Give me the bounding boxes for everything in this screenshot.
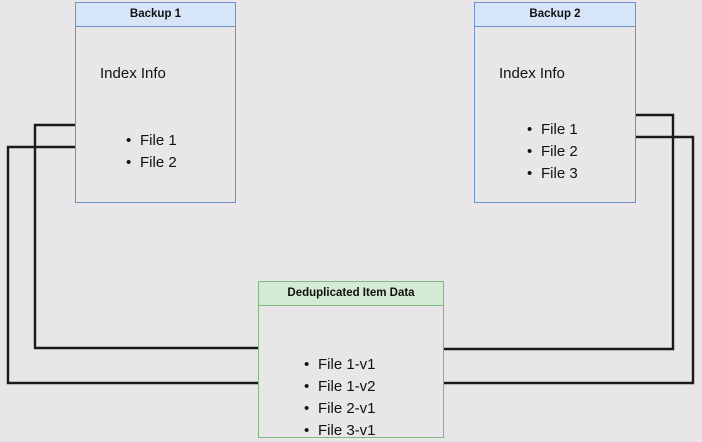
list-item: File 1-v2	[304, 376, 376, 398]
list-item: File 3	[527, 163, 578, 185]
file-list-dedup: File 1-v1 File 1-v2 File 2-v1 File 3-v1	[304, 354, 376, 442]
list-item: File 2	[527, 141, 578, 163]
node-deduplicated-item-data[interactable]: Deduplicated Item Data File 1-v1 File 1-…	[258, 281, 444, 442]
node-backup-2[interactable]: Backup 2 Index Info File 1 File 2 File 3	[474, 2, 636, 203]
index-info-label-1: Index Info	[100, 65, 166, 82]
list-item: File 3-v1	[304, 420, 376, 442]
list-item: File 2-v1	[304, 398, 376, 420]
list-item: File 1	[527, 119, 578, 141]
node-backup-1-title: Backup 1	[76, 3, 235, 27]
index-info-label-2: Index Info	[499, 65, 565, 82]
file-list-backup-1: File 1 File 2	[126, 130, 177, 174]
list-item: File 1-v1	[304, 354, 376, 376]
list-item: File 2	[126, 152, 177, 174]
node-backup-1-body: Index Info File 1 File 2	[76, 27, 235, 202]
node-backup-2-title: Backup 2	[475, 3, 635, 27]
node-deduplicated-item-data-title: Deduplicated Item Data	[259, 282, 443, 306]
node-deduplicated-item-data-body: File 1-v1 File 1-v2 File 2-v1 File 3-v1	[259, 306, 443, 442]
node-backup-1[interactable]: Backup 1 Index Info File 1 File 2	[75, 2, 236, 203]
list-item: File 1	[126, 130, 177, 152]
file-list-backup-2: File 1 File 2 File 3	[527, 119, 578, 185]
node-backup-2-body: Index Info File 1 File 2 File 3	[475, 27, 635, 202]
